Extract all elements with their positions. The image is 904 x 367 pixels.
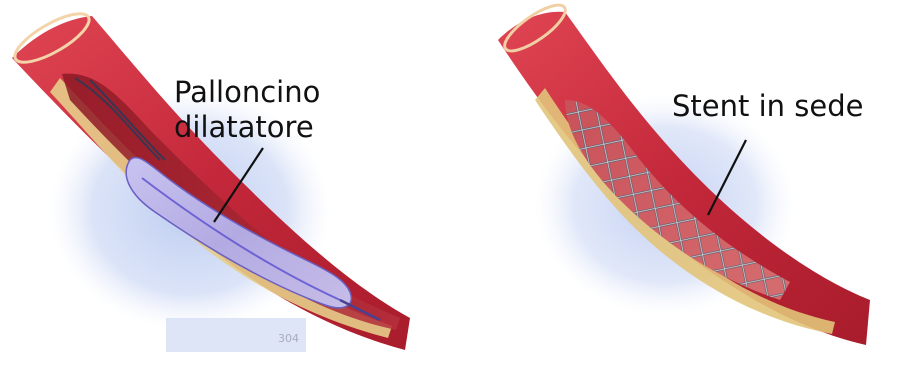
stent-scene — [498, 0, 870, 345]
watermark-code: 304 — [278, 332, 299, 345]
balloon-label-line1: Palloncino — [174, 76, 320, 109]
balloon-scene — [9, 5, 410, 352]
stent-label: Stent in sede — [672, 90, 863, 123]
balloon-label-line2: dilatatore — [174, 111, 314, 144]
